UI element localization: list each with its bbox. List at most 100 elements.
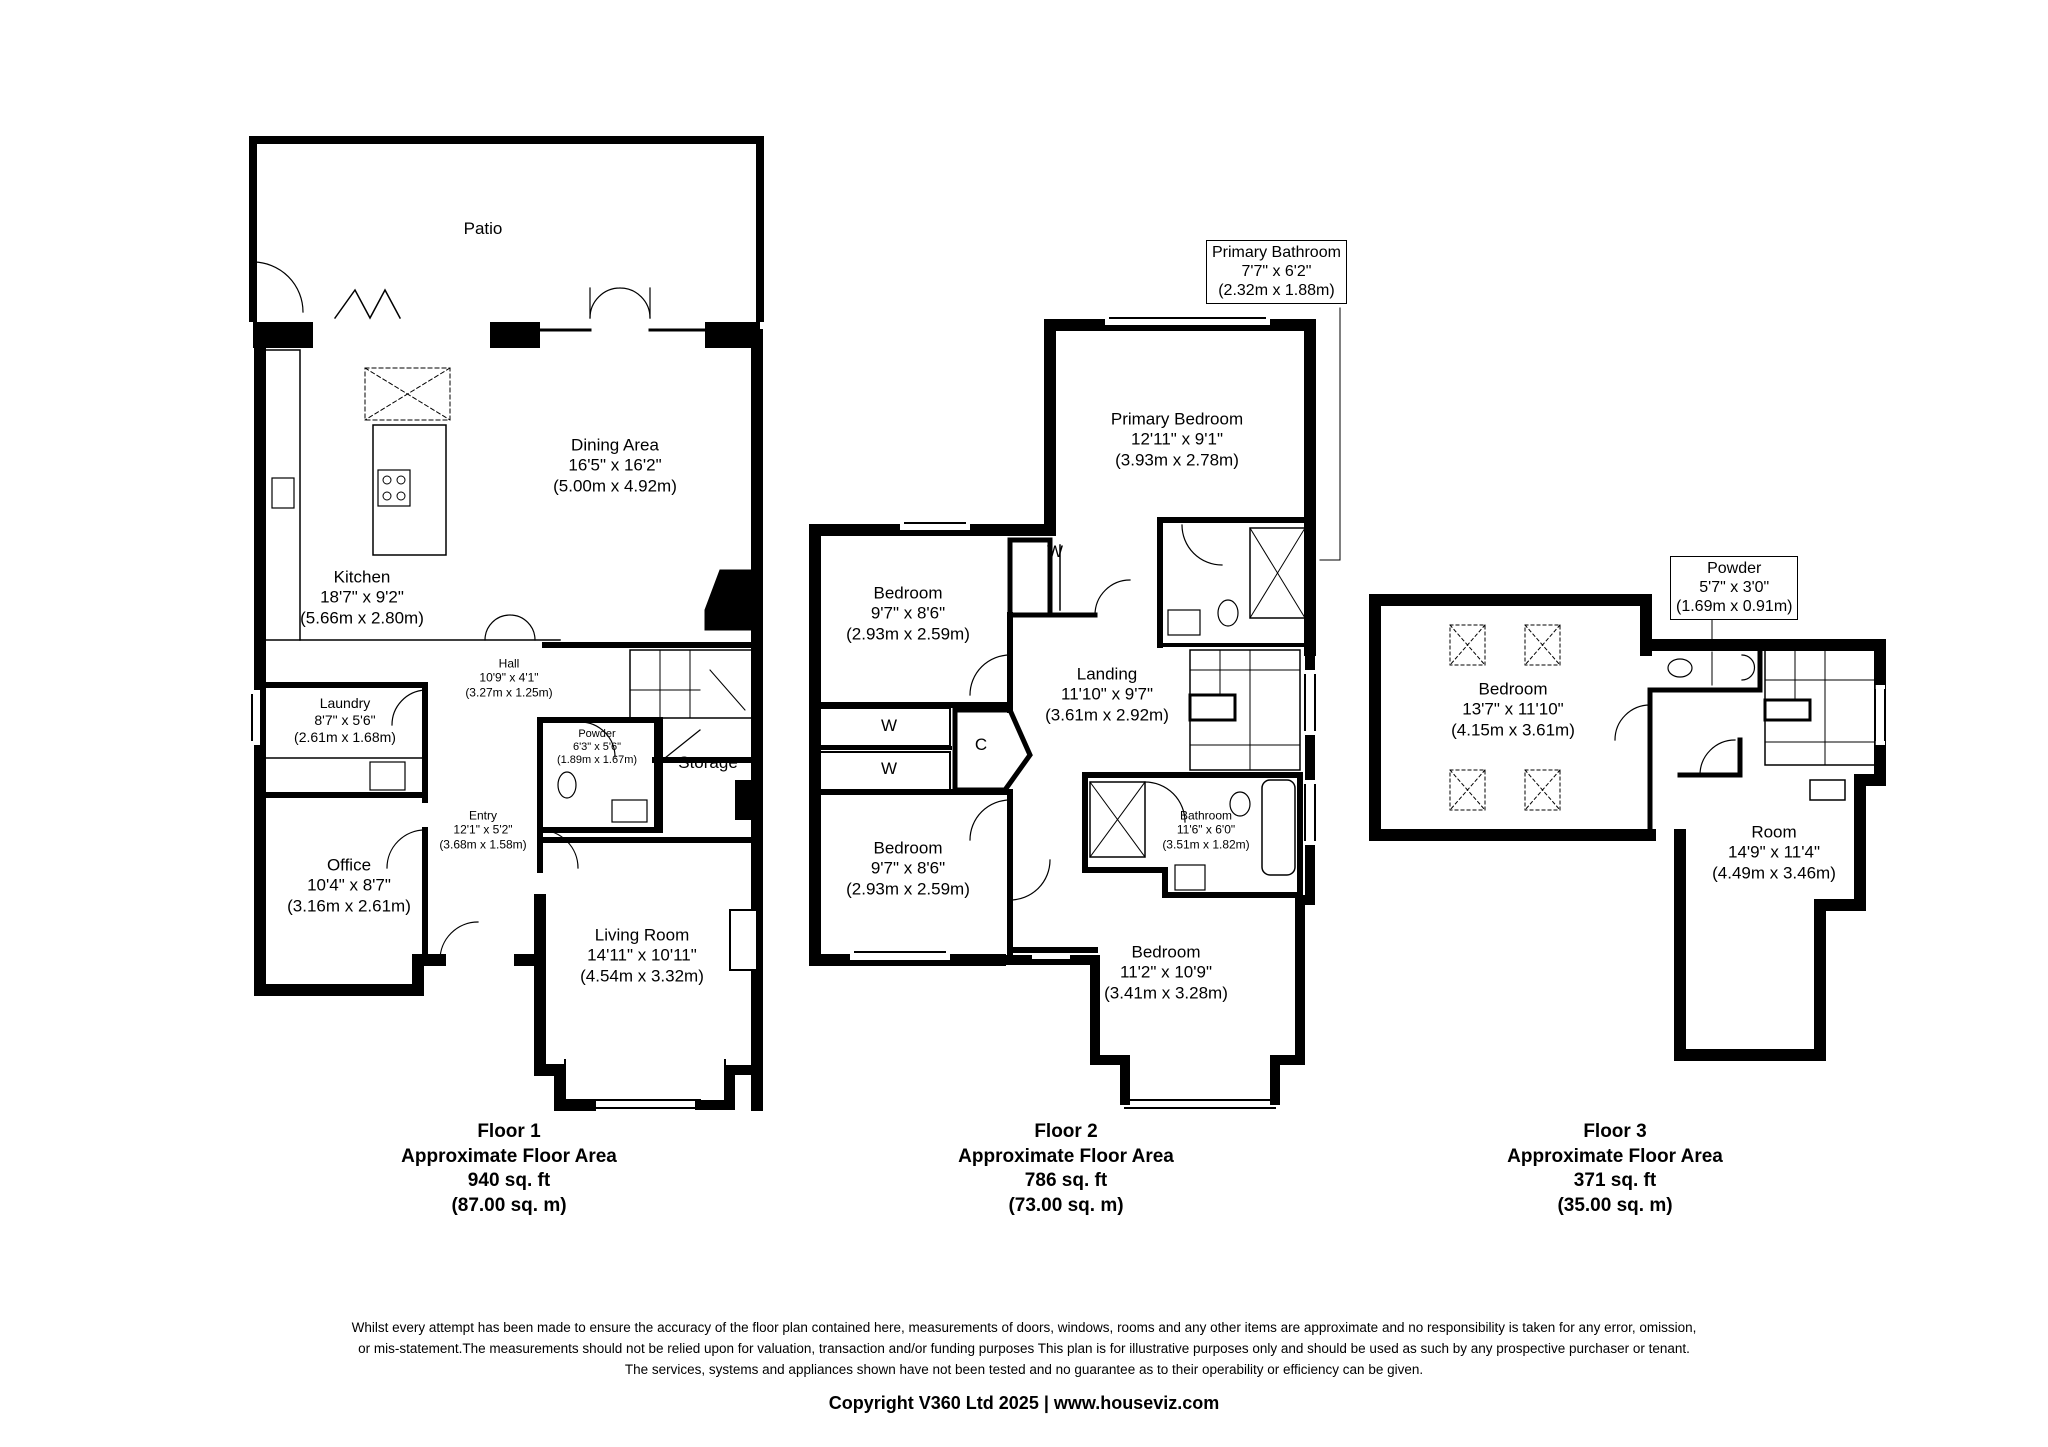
room-name: Room [1751,822,1797,842]
room-dimensions-metric: (3.41m x 3.28m) [1104,983,1228,1003]
room-name: W [880,758,898,778]
kitchen-island [372,424,447,556]
french-door-swing [589,287,651,319]
room-name: Bathroom [1179,808,1233,823]
room-name: W [880,715,898,735]
floor-area-label: Approximate Floor Area [958,1145,1174,1167]
room-dimensions-metric: (1.89m x 1.67m) [556,754,638,767]
room-dimensions: 6'3" x 5'6" [572,741,622,754]
room-dimensions-metric: (1.69m x 0.91m) [1676,598,1793,616]
stairs [629,649,756,719]
hob [377,469,411,507]
stairs [1764,649,1876,766]
room-name: Bedroom [873,838,943,858]
room-label-office: Office 10'4" x 8'7" (3.16m x 2.61m) [287,855,411,916]
floor-2-plan [809,307,1341,1109]
room-name: Powder [1707,560,1762,577]
room-label-dining-area: Dining Area 16'5" x 16'2" (5.00m x 4.92m… [553,435,677,496]
copyright: Copyright V360 Ltd 2025 | www.houseviz.c… [828,1393,1220,1413]
skylight [364,367,451,421]
room-dimensions: 9'7" x 8'6" [870,858,946,878]
room-name: W [1046,541,1064,561]
room-dimensions-metric: (3.51m x 1.82m) [1162,837,1250,852]
disclaimer: Whilst every attempt has been made to en… [0,1318,2048,1381]
floor-title: Floor 1 [477,1121,541,1142]
room-label-room: Room 14'9" x 11'4" (4.49m x 3.46m) [1712,822,1836,883]
room-name: Landing [1076,664,1138,684]
room-name: C [974,734,988,754]
wardrobe-label: W [1047,542,1063,562]
floor-3-summary: Floor 3 Approximate Floor Area 371 sq. f… [1507,1120,1723,1219]
room-label-bedroom: Bedroom 13'7" x 11'10" (4.15m x 3.61m) [1451,679,1575,740]
room-label-landing: Landing 11'10" x 9'7" (3.61m x 2.92m) [1045,664,1169,725]
callout-primary-bathroom: Primary Bathroom 7'7" x 6'2" (2.32m x 1.… [1206,240,1347,304]
room-dimensions: 11'10" x 9'7" [1061,684,1153,704]
floor-3-plan [1369,594,1886,1061]
room-dimensions: 13'7" x 11'10" [1462,699,1564,719]
room-dimensions-metric: (3.27m x 1.25m) [465,685,553,700]
room-name: Patio [463,218,503,238]
toilet [557,771,577,799]
room-name: Primary Bedroom [1110,409,1244,429]
stairs [1189,649,1301,771]
patio-outline [249,136,764,322]
room-name: Dining Area [571,435,659,455]
room-label-storage: Storage [678,753,738,773]
room-name: Hall [498,656,520,671]
floor-2-summary: Floor 2 Approximate Floor Area 786 sq. f… [958,1120,1174,1219]
floor-1-summary: Floor 1 Approximate Floor Area 940 sq. f… [401,1120,617,1219]
floor-area-label: Approximate Floor Area [401,1145,617,1167]
closet-label: C [975,735,987,755]
floor-title: Floor 2 [1034,1121,1098,1142]
room-label-powder: Powder 6'3" x 5'6" (1.89m x 1.67m) [557,728,637,768]
room-dimensions: 11'6" x 6'0" [1176,822,1236,837]
floor-area-sqm: (87.00 sq. m) [451,1195,567,1217]
room-label-bedroom-c: Bedroom 11'2" x 10'9" (3.41m x 3.28m) [1104,942,1228,1003]
room-dimensions-metric: (4.15m x 3.61m) [1451,720,1575,740]
room-name: Office [326,855,372,875]
room-name: Living Room [594,925,690,945]
floor-area-label: Approximate Floor Area [1507,1145,1723,1167]
floor-area-sqm: (73.00 sq. m) [1008,1195,1124,1217]
room-label-bedroom-a: Bedroom 9'7" x 8'6" (2.93m x 2.59m) [846,583,970,644]
room-dimensions-metric: (4.49m x 3.46m) [1712,863,1836,883]
room-dimensions-metric: (5.00m x 4.92m) [553,476,677,496]
wardrobe-label: W [881,716,897,736]
room-dimensions-metric: (3.93m x 2.78m) [1115,450,1239,470]
disclaimer-line: Whilst every attempt has been made to en… [351,1320,1697,1335]
room-name: Bedroom [1478,679,1548,699]
room-label-bedroom-b: Bedroom 9'7" x 8'6" (2.93m x 2.59m) [846,838,970,899]
patio-door-swing [252,261,304,313]
room-label-hall: Hall 10'9" x 4'1" (3.27m x 1.25m) [465,656,552,699]
room-dimensions: 8'7" x 5'6" [314,711,376,728]
room-name: Entry [468,808,497,823]
room-dimensions-metric: (3.16m x 2.61m) [287,896,411,916]
room-dimensions-metric: (5.66m x 2.80m) [300,608,424,628]
room-dimensions-metric: (3.61m x 2.92m) [1045,705,1169,725]
room-name: Bedroom [1131,942,1201,962]
room-dimensions: 11'2" x 10'9" [1120,962,1212,982]
fireplace [704,569,758,631]
wardrobe-label: W [881,759,897,779]
room-label-kitchen: Kitchen 18'7" x 9'2" (5.66m x 2.80m) [300,567,424,628]
room-dimensions: 14'11" x 10'11" [587,945,697,965]
room-dimensions: 14'9" x 11'4" [1728,842,1820,862]
room-dimensions: 10'4" x 8'7" [307,875,391,895]
room-dimensions: 5'7" x 3'0" [1699,579,1770,597]
room-dimensions: 7'7" x 6'2" [1241,263,1312,281]
room-label-living-room: Living Room 14'11" x 10'11" (4.54m x 3.3… [580,925,704,986]
room-dimensions-metric: (4.54m x 3.32m) [580,966,704,986]
floor-title: Floor 3 [1583,1121,1647,1142]
floor-area-sqft: 371 sq. ft [1573,1170,1657,1192]
floor-1-plan [249,136,764,1111]
room-dimensions-metric: (3.68m x 1.58m) [439,837,527,852]
room-name: Bedroom [873,583,943,603]
room-dimensions: 12'1" x 5'2" [453,822,513,837]
callout-leader [1319,307,1341,561]
bifold-door [333,288,402,320]
room-label-patio: Patio [464,219,503,239]
room-name: Storage [678,752,738,772]
floor-area-sqm: (35.00 sq. m) [1557,1195,1673,1217]
kitchen-counter [264,349,561,641]
floor-area-sqft: 786 sq. ft [1024,1170,1108,1192]
